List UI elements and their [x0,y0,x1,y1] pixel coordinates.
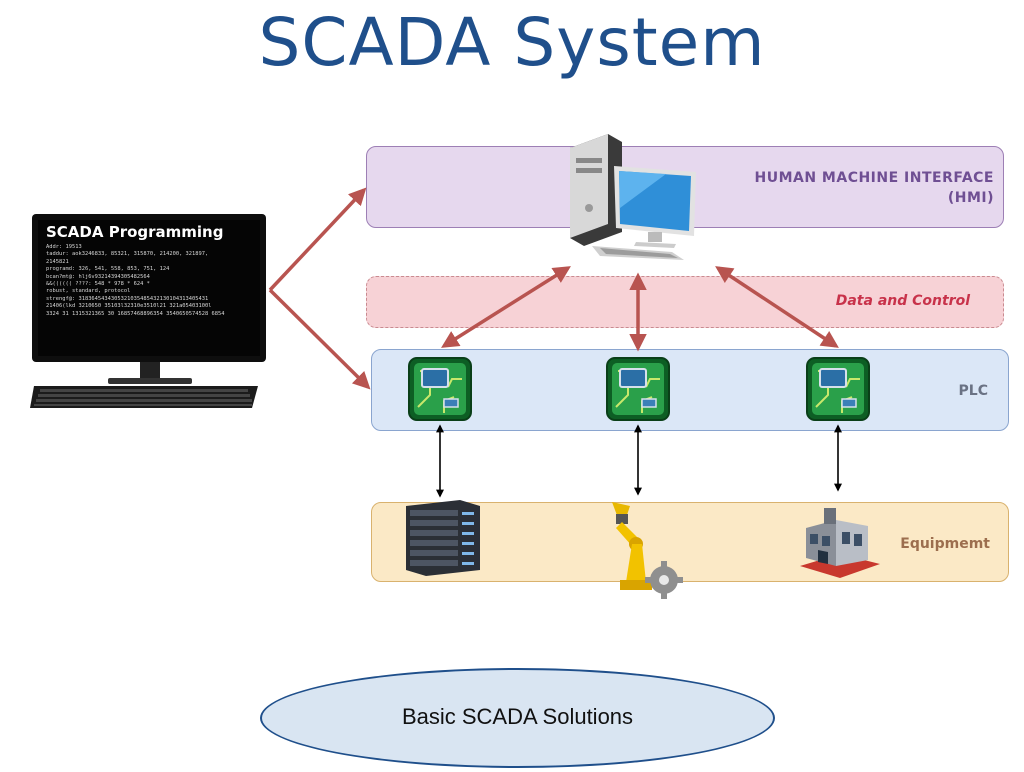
equipment-label: Equipmemt [900,536,990,552]
arrow-hmi-plc-left [441,266,571,348]
plc-layer [371,349,1009,431]
robot-arm-icon [612,502,683,599]
factory-icon [800,508,880,578]
server-rack-icon [406,500,480,576]
code-line: strengf@: 318364543430532103548543213010… [46,295,209,302]
plc-chip-icon [806,357,870,421]
hmi-label-line1: HUMAN MACHINE INTERFACE [754,170,994,186]
code-line: taddur: aok3246833, 85321, 315870, 21420… [46,251,209,258]
code-line: 2145821 [46,258,69,265]
arrow-to-hmi [268,187,367,292]
hmi-label-line2: (HMI) [947,190,994,206]
code-line: &&(((((( ????: 548 * 978 * 624 * [46,281,150,288]
code-line: 21406(lkd 3210650 35103l32310e3510l21 32… [46,303,212,310]
hmi-label: HUMAN MACHINE INTERFACE (HMI) [674,168,994,208]
computer-icon [570,134,696,260]
programming-screen-title: SCADA Programming [46,223,224,241]
plc-label: PLC [958,383,988,399]
plc-chip-icon [408,357,472,421]
programming-monitor: SCADA Programming Addr: 19513 taddur: ao… [32,214,266,362]
caption-ellipse [260,668,775,768]
code-line: Addr: 19513 [46,244,82,250]
code-line: 3324 31 1315321365 30 16857468896354 354… [46,310,225,317]
programming-screen: SCADA Programming Addr: 19513 taddur: ao… [38,220,260,356]
plc-chip-icon [606,357,670,421]
arrow-to-plc [268,288,371,390]
arrow-hmi-plc-right [715,266,839,348]
code-line: programd: 326, 541, 558, 853, 751, 124 [46,266,170,273]
code-line: robust, standard, protocol [46,288,131,295]
page-title: SCADA System [258,4,766,81]
caption-label: Basic SCADA Solutions [401,704,634,729]
code-line: bcan?mt@: hlj6v93214394305482564 [46,273,150,280]
data-control-label: Data and Control [835,293,970,309]
